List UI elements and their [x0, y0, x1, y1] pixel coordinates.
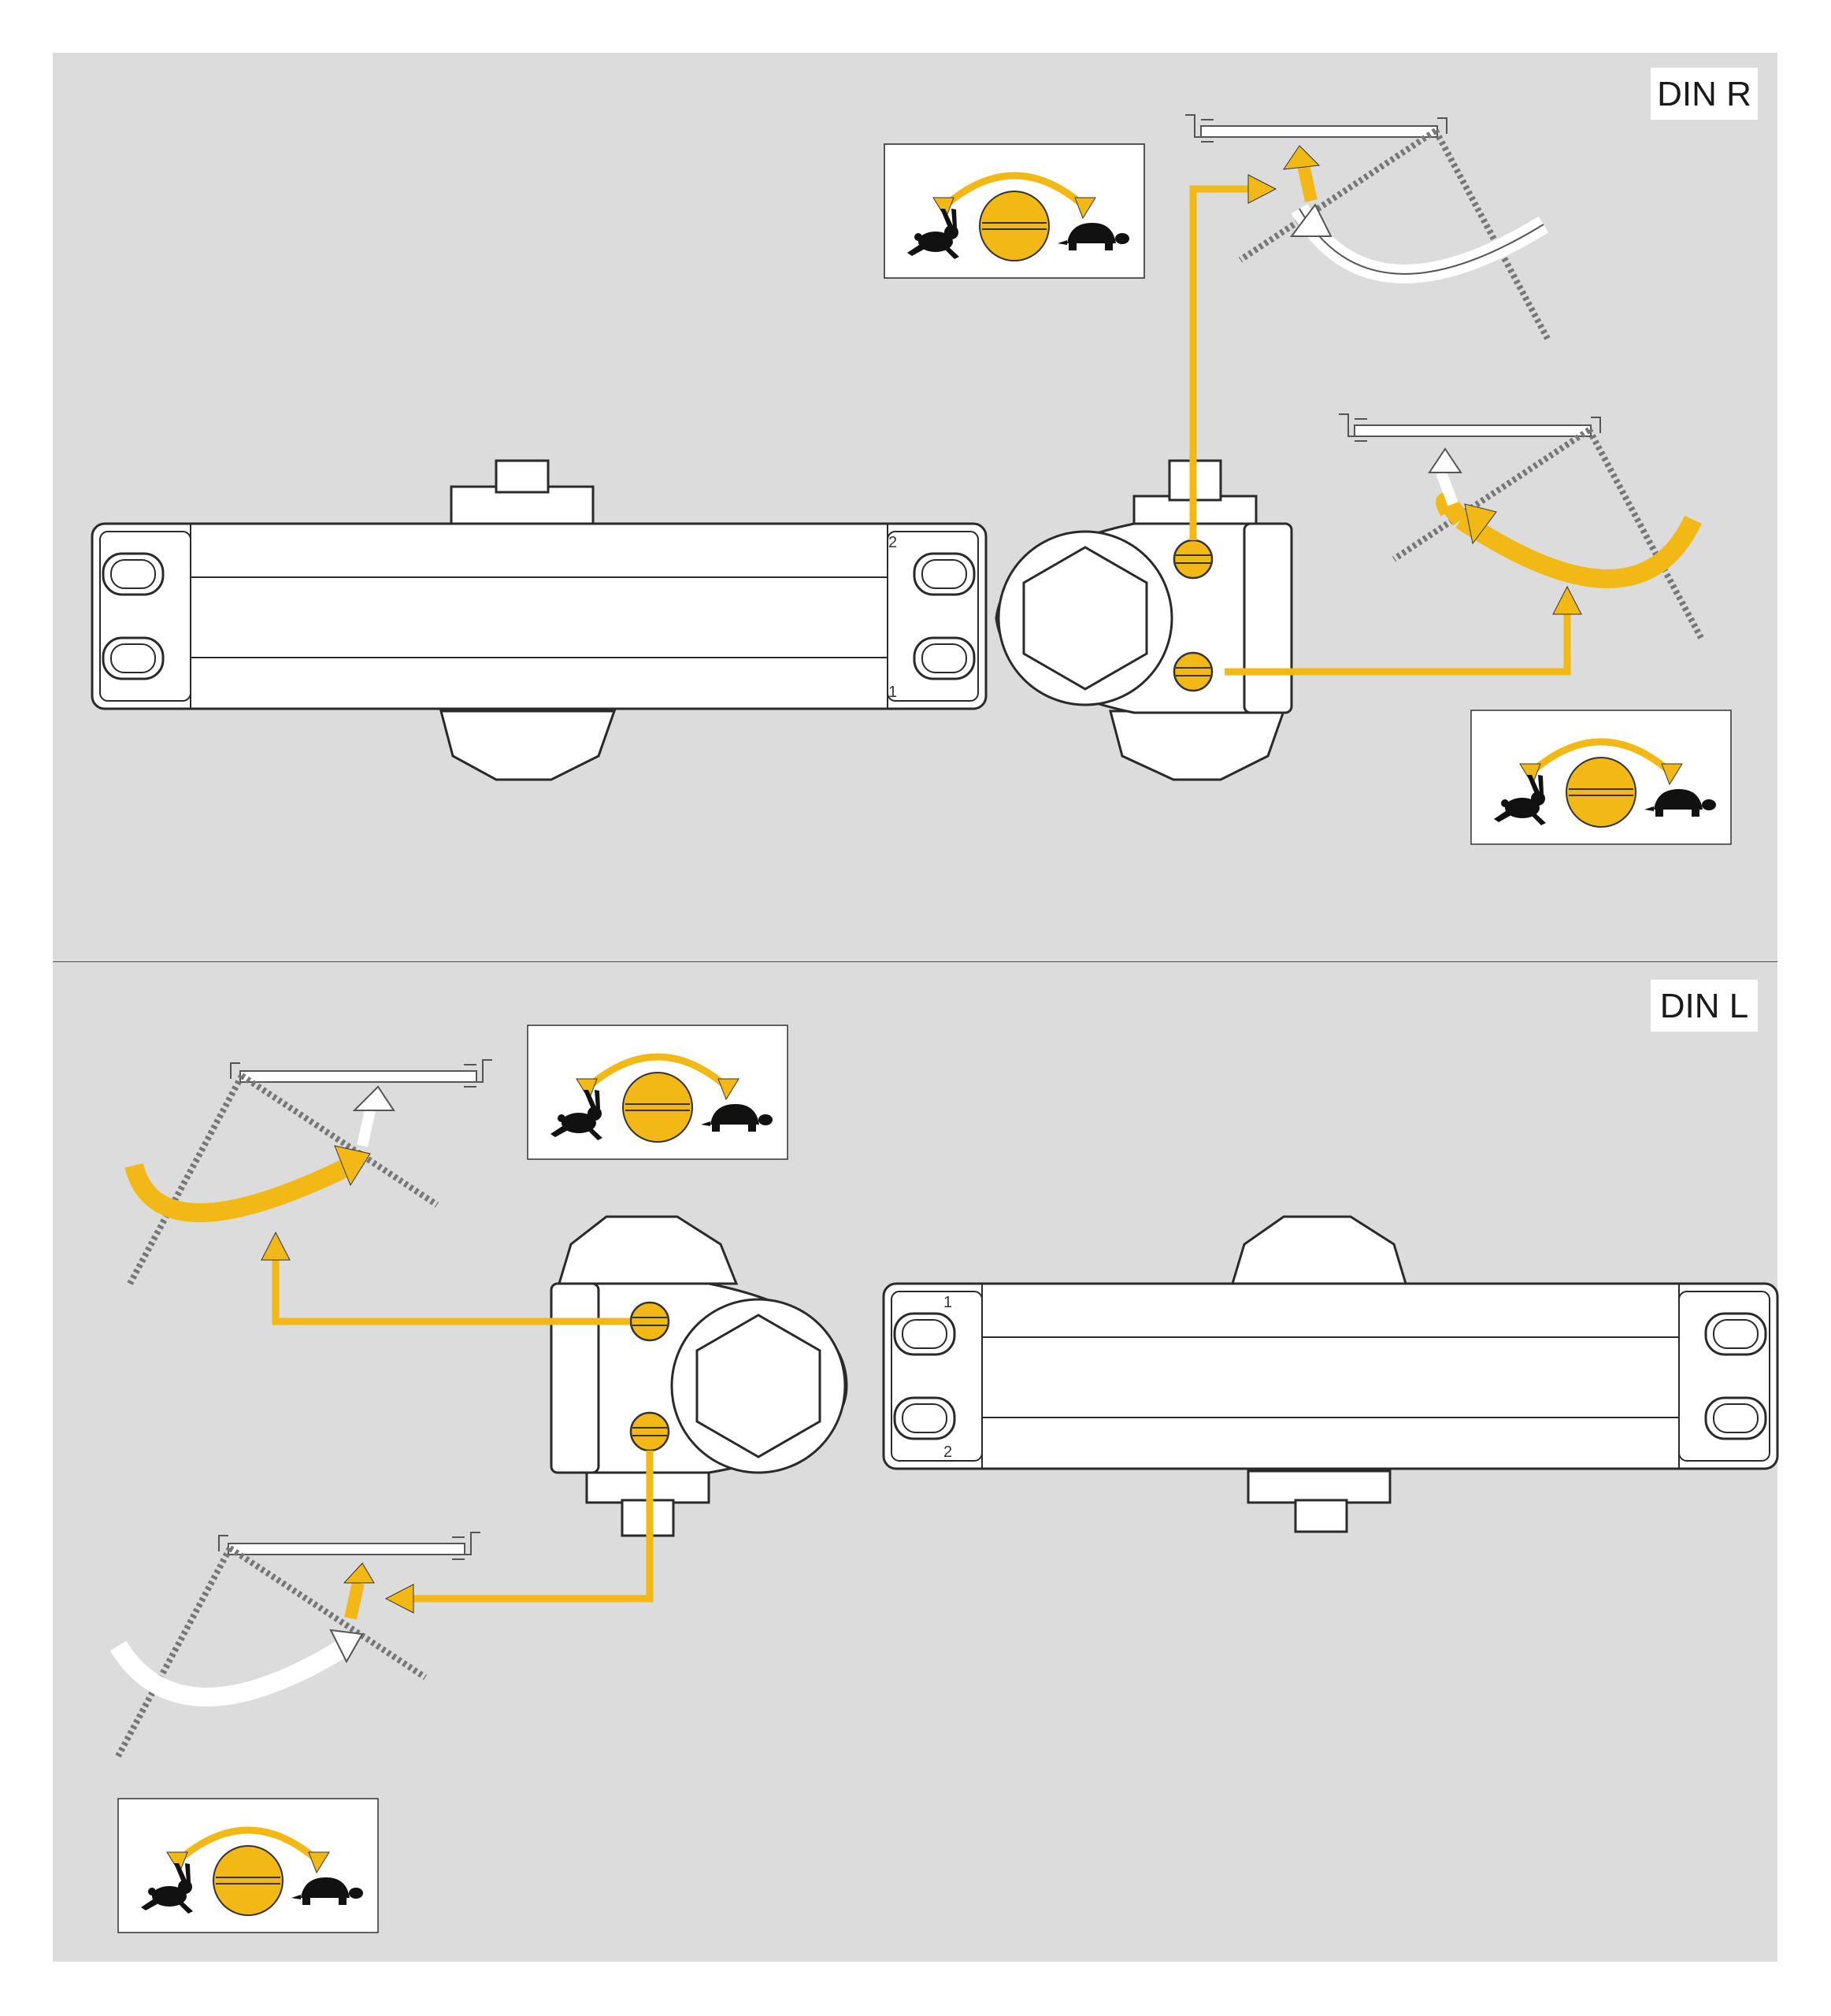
- valve-screw-1-top: [1173, 539, 1214, 580]
- valve-screw-2-top: [1173, 651, 1214, 692]
- door-sketch-top-lower: [1339, 414, 1701, 638]
- din-r-label-box: DIN R: [1651, 68, 1758, 120]
- body-mark-1-bottom: 1: [943, 1294, 952, 1311]
- body-mark-2-bottom: 2: [943, 1443, 952, 1461]
- valve-screw-2-bottom: [629, 1411, 670, 1452]
- door-sketch-top-upper: [1185, 115, 1547, 339]
- body-mark-1-top: 1: [888, 684, 897, 701]
- valve-head-bottom: [550, 1215, 848, 1537]
- body-mark-2-top: 2: [888, 534, 897, 551]
- door-sketch-bottom-lower: [109, 1532, 480, 1756]
- speed-card-top-lower: [1471, 710, 1731, 844]
- connector-screw1-top: [1189, 185, 1248, 540]
- din-r-label: DIN R: [1657, 75, 1751, 113]
- closer-body-top: 2 1: [91, 459, 988, 781]
- din-l-label-box: DIN L: [1651, 980, 1758, 1032]
- speed-card-top-upper: [884, 144, 1144, 278]
- speed-card-bottom-upper: [528, 1025, 788, 1159]
- valve-screw-1-bottom: [629, 1301, 670, 1342]
- connector-screw2-bottom: [413, 1451, 654, 1603]
- din-l-label: DIN L: [1660, 987, 1748, 1025]
- connector-screw1-bottom: [272, 1260, 630, 1325]
- door-sketch-bottom-upper: [124, 1060, 492, 1284]
- speed-card-bottom-lower: [118, 1799, 378, 1933]
- valve-head-top: [995, 459, 1293, 781]
- connector-screw2-top: [1225, 614, 1571, 676]
- closer-body-bottom: 1 2: [882, 1215, 1779, 1533]
